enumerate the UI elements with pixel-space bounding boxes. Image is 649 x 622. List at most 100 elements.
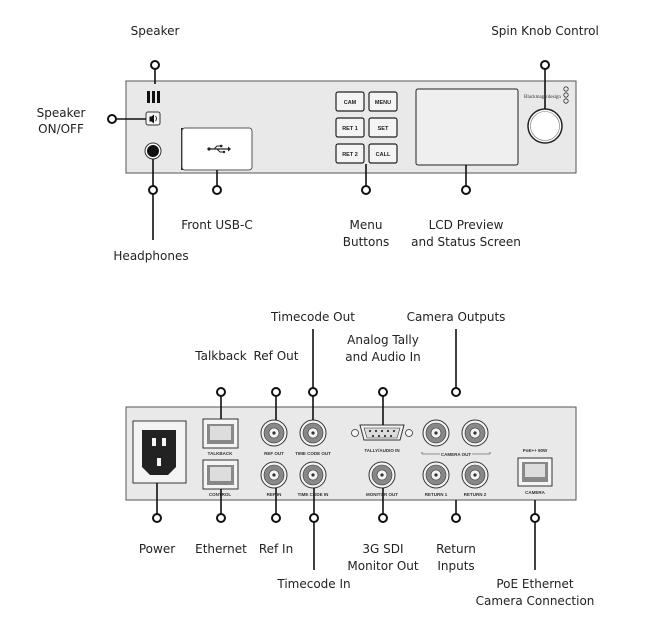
speaker-volume-icon [149, 114, 157, 124]
rear-panel: TALKBACK CONTROL REF OUT TIME CODE OUT [125, 406, 577, 501]
callout-dot-ethernet [216, 513, 226, 523]
callout-dot-timecode-in [309, 513, 319, 523]
callout-return-inputs-line2: Inputs [437, 559, 474, 573]
callout-lcd-line2: and Status Screen [411, 235, 521, 249]
callout-dot-ref-in [271, 513, 281, 523]
callout-poe-line2: Camera Connection [476, 594, 595, 608]
silk-camera-out: CAMERA OUT [441, 452, 472, 457]
silk-tally-audio: TALLY/AUDIO IN [364, 448, 399, 453]
silk-ref-in: REF IN [267, 492, 282, 497]
brand-logo-icon [563, 86, 569, 104]
callout-dot-lcd [461, 185, 471, 195]
cam-button-label: CAM [344, 100, 357, 106]
ret2-button-label: RET 2 [342, 152, 358, 158]
callout-sdi-monitor-line1: 3G SDI [362, 542, 403, 556]
front-panel: CAM MENU RET 1 SET RET 2 CALL [125, 80, 577, 174]
callout-talkback: Talkback [194, 349, 247, 363]
callout-front-usb: Front USB-C [181, 218, 253, 232]
silk-camera: CAMERA [525, 490, 545, 495]
silk-talkback: TALKBACK [208, 451, 233, 456]
silk-ref-out: REF OUT [264, 451, 284, 456]
ret1-button-label: RET 1 [342, 126, 358, 132]
menu-button-grid: CAM MENU RET 1 SET RET 2 CALL [335, 91, 398, 164]
silk-control: CONTROL [209, 492, 231, 497]
callout-dot-return-inputs [451, 513, 461, 523]
spin-knob[interactable] [527, 108, 563, 144]
callout-speaker-onoff-line1: Speaker [37, 106, 86, 120]
ret1-button[interactable]: RET 1 [335, 117, 365, 138]
callout-sdi-monitor-line2: Monitor Out [347, 559, 418, 573]
callout-analog-tally-line2: and Audio In [345, 350, 420, 364]
control-port[interactable] [202, 459, 239, 490]
camera-out-bnc-1[interactable] [422, 419, 450, 447]
callout-analog-tally-line1: Analog Tally [347, 333, 419, 347]
callout-menu-buttons-line1: Menu [350, 218, 383, 232]
callout-dot-speaker-onoff [107, 114, 117, 124]
callout-return-inputs-line1: Return [436, 542, 476, 556]
camera-out-bracket [421, 452, 491, 455]
callout-dot-front-usb [212, 185, 222, 195]
power-inlet[interactable] [132, 420, 187, 484]
ref-out-bnc[interactable] [260, 419, 288, 447]
callout-dot-menu-buttons [361, 185, 371, 195]
callout-dot-poe [530, 513, 540, 523]
timecode-out-bnc[interactable] [299, 419, 327, 447]
callout-menu-buttons-line2: Buttons [343, 235, 389, 249]
monitor-out-bnc[interactable] [368, 461, 396, 489]
silk-tc-in: TIME CODE IN [298, 492, 329, 497]
callout-camera-outputs: Camera Outputs [407, 310, 506, 324]
ref-in-bnc[interactable] [260, 461, 288, 489]
call-button[interactable]: CALL [368, 143, 398, 164]
callout-dot-camera-outputs [451, 387, 461, 397]
callout-ref-out: Ref Out [254, 349, 299, 363]
camera-out-bnc-2[interactable] [461, 419, 489, 447]
set-button-label: SET [378, 126, 389, 132]
callout-poe-line1: PoE Ethernet [496, 577, 574, 591]
callout-dot-speaker [150, 60, 160, 70]
usb-icon [207, 144, 231, 154]
callout-spin-knob: Spin Knob Control [491, 24, 599, 38]
callout-dot-ref-out [271, 387, 281, 397]
callout-dot-analog-tally [378, 387, 388, 397]
front-usb-port[interactable] [181, 127, 253, 171]
callout-dot-sdi-monitor [378, 513, 388, 523]
callout-speaker-onoff-line2: ON/OFF [38, 122, 84, 136]
brand-logo-text: Blackmagicdesign [524, 95, 561, 100]
menu-button[interactable]: MENU [368, 91, 398, 112]
cam-button[interactable]: CAM [335, 91, 365, 112]
call-button-label: CALL [376, 152, 391, 158]
callout-ref-in: Ref In [259, 542, 293, 556]
callout-dot-talkback [216, 387, 226, 397]
tally-audio-db9[interactable] [351, 424, 413, 441]
menu-button-label: MENU [375, 100, 391, 106]
callout-ethernet: Ethernet [195, 542, 247, 556]
callout-timecode-in: Timecode In [276, 577, 350, 591]
silk-return1: RETURN 1 [425, 492, 448, 497]
silk-poe-spec: PoE++ 90W [523, 448, 548, 453]
callout-speaker: Speaker [131, 24, 180, 38]
silk-monitor-out: MONITOR OUT [366, 492, 398, 497]
speaker-grille [147, 91, 160, 103]
callout-dot-spin-knob [540, 60, 550, 70]
timecode-in-bnc[interactable] [299, 461, 327, 489]
callout-power: Power [139, 542, 175, 556]
camera-poe-port[interactable] [517, 457, 553, 487]
return2-bnc[interactable] [461, 461, 489, 489]
callout-dot-power [152, 513, 162, 523]
return1-bnc[interactable] [422, 461, 450, 489]
lcd-screen [415, 88, 519, 166]
set-button[interactable]: SET [368, 117, 398, 138]
callout-dot-headphones [148, 185, 158, 195]
talkback-port[interactable] [202, 418, 239, 449]
front-callouts: Speaker Spin Knob Control Speaker ON/OFF… [37, 24, 599, 263]
headphone-jack[interactable] [144, 142, 162, 160]
silk-return2: RETURN 2 [464, 492, 487, 497]
callout-lcd-line1: LCD Preview [429, 218, 504, 232]
rear-panel-body [125, 406, 577, 501]
rear-callouts: Timecode Out Camera Outputs Analog Tally… [139, 310, 595, 608]
ret2-button[interactable]: RET 2 [335, 143, 365, 164]
callout-headphones: Headphones [113, 249, 188, 263]
callout-dot-timecode-out [308, 387, 318, 397]
silk-tc-out: TIME CODE OUT [295, 451, 331, 456]
